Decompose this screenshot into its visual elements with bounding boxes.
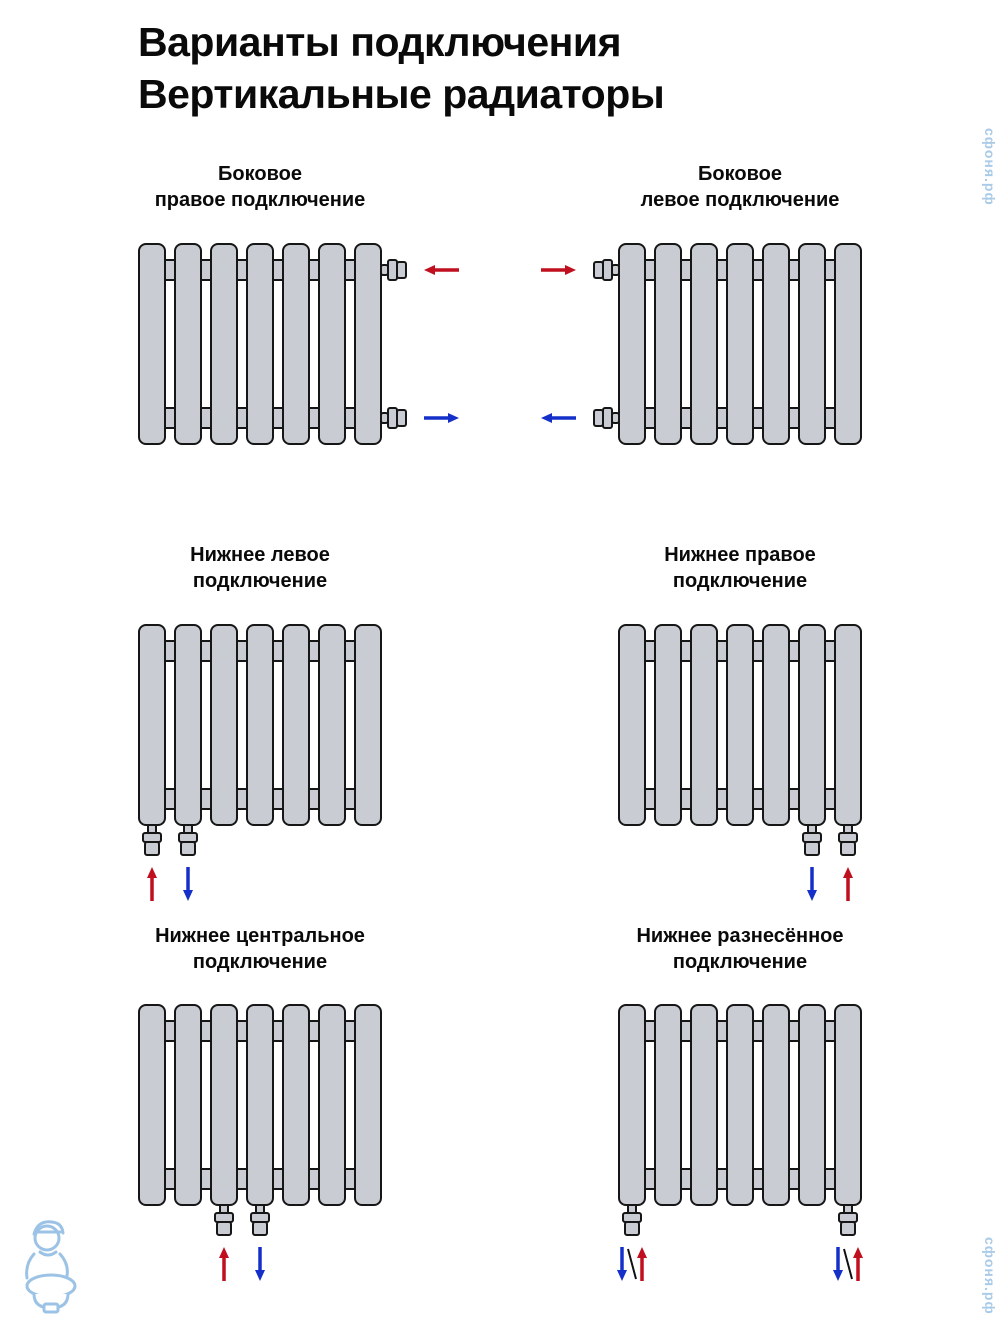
watermark-vertical-bottom: сфоня.рф: [982, 1237, 998, 1315]
radiator-illustration-bottom-right: [618, 623, 862, 901]
diagram-label-bottom-spread: Нижнее разнесённое подключение: [636, 923, 843, 976]
radiator-illustration-bottom-center: [138, 1004, 382, 1282]
diagram-label-line1: Нижнее правое: [664, 543, 816, 566]
diagram-side-left: Боковое левое подключение: [500, 161, 980, 526]
radiator-illustration-side-right: [138, 242, 459, 445]
diagram-label-line1: Нижнее левое: [190, 543, 330, 566]
plumber-logo-icon: [25, 1220, 77, 1314]
diagram-label-line2: подключение: [672, 570, 808, 593]
diagram-label-side-right: Боковое правое подключение: [155, 161, 366, 214]
diagram-label-bottom-right: Нижнее правое подключение: [664, 542, 816, 595]
diagram-label-bottom-center: Нижнее центральное подключение: [155, 923, 365, 976]
diagram-bottom-right: Нижнее правое подключение: [500, 542, 980, 907]
diagram-label-line2: правое подключение: [154, 189, 366, 212]
plumber-logo: [14, 1212, 88, 1321]
diagram-grid: Боковое правое подключение Боковое левое по…: [20, 161, 980, 1303]
diagram-label-line1: Нижнее центральное: [155, 924, 365, 947]
diagram-label-side-left: Боковое левое подключение: [641, 161, 840, 214]
diagram-label-bottom-left: Нижнее левое подключение: [190, 542, 330, 595]
page-title-line2: Вертикальные радиаторы: [138, 71, 665, 118]
diagram-bottom-left: Нижнее левое подключение: [20, 542, 500, 907]
diagram-bottom-spread: Нижнее разнесённое подключение: [500, 923, 980, 1288]
watermark-vertical-top: сфоня.рф: [982, 128, 998, 206]
diagram-label-line1: Боковое: [698, 162, 782, 185]
page-title-line1: Варианты подключения: [138, 19, 622, 65]
diagram-label-line2: подключение: [192, 570, 328, 593]
diagram-label-line2: подключение: [672, 950, 808, 973]
diagram-label-line2: подключение: [192, 950, 328, 973]
radiator-illustration-bottom-spread: [617, 1004, 863, 1282]
diagram-label-line1: Боковое: [218, 162, 302, 185]
diagram-label-line1: Нижнее разнесённое: [636, 924, 844, 947]
diagram-label-line2: левое подключение: [640, 189, 840, 212]
radiator-illustration-side-left: [541, 242, 862, 445]
diagram-side-right: Боковое правое подключение: [20, 161, 500, 526]
diagram-bottom-center: Нижнее центральное подключение: [20, 923, 500, 1288]
radiator-illustration-bottom-left: [138, 623, 382, 901]
